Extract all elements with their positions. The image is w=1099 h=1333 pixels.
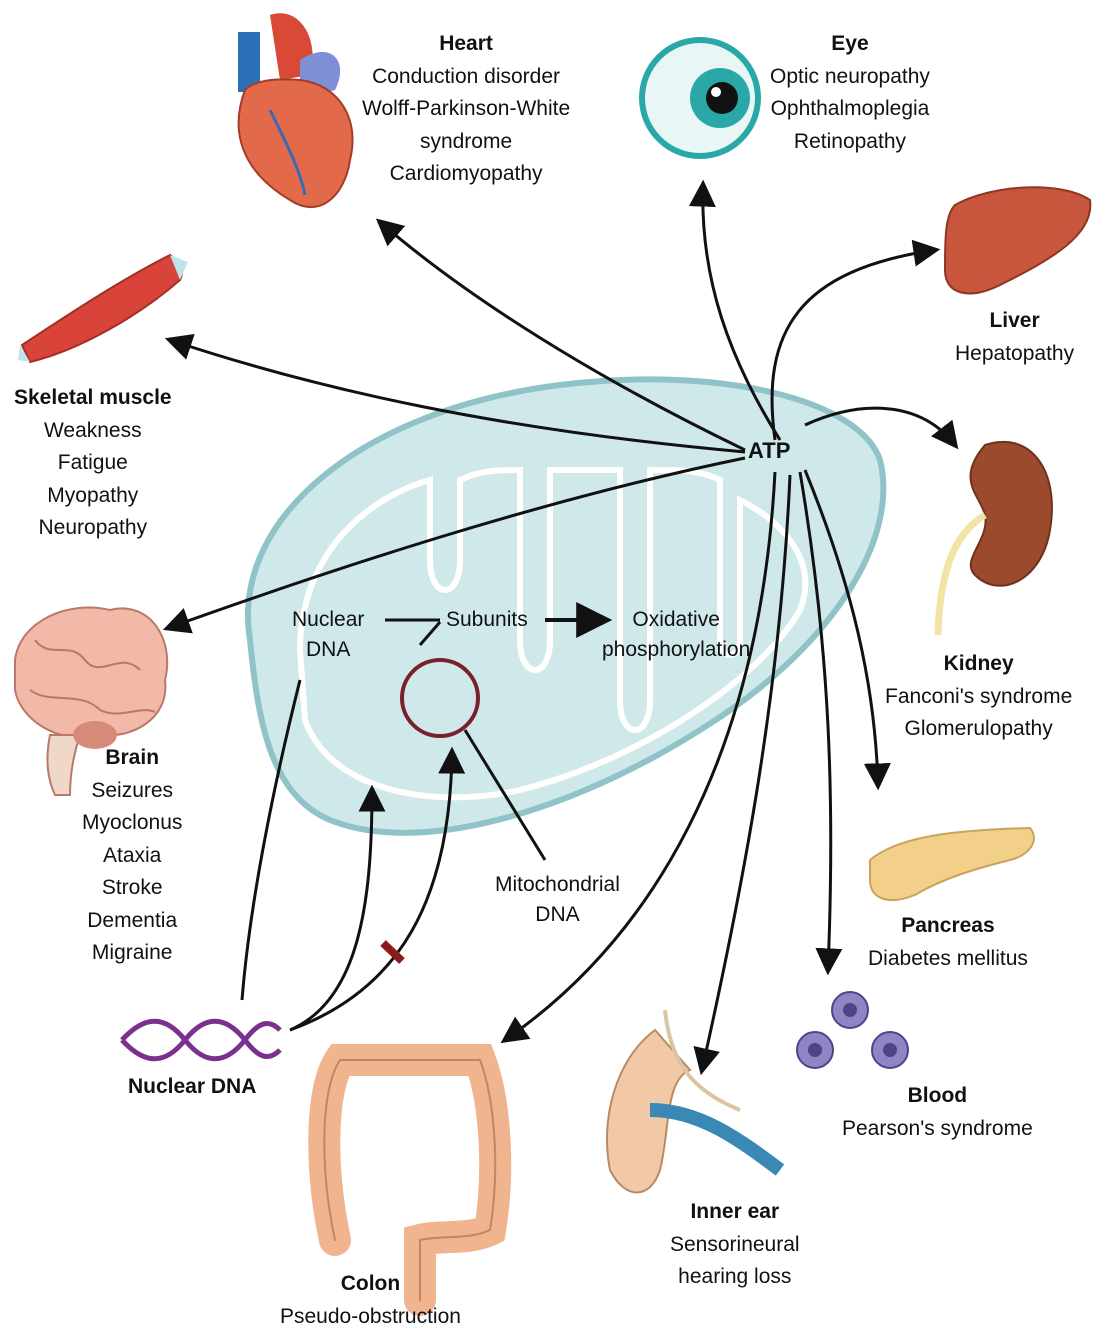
heart-title: Heart bbox=[362, 28, 570, 61]
atp-label: ATP bbox=[748, 438, 790, 464]
liver-illustration bbox=[945, 187, 1090, 293]
eye-illustration bbox=[642, 40, 758, 156]
colon-line-1: Pseudo-obstruction bbox=[280, 1301, 461, 1333]
mito-dna-text: Mitochondrial DNA bbox=[495, 873, 620, 926]
skeletal-title: Skeletal muscle bbox=[14, 382, 172, 415]
skeletal-line-1: Weakness bbox=[14, 415, 172, 448]
eye-line-3: Retinopathy bbox=[770, 126, 930, 159]
nuclear-dna-top-text: Nuclear DNA bbox=[292, 608, 364, 661]
skeletal-line-3: Myopathy bbox=[14, 480, 172, 513]
brain-title: Brain bbox=[82, 742, 182, 775]
oxidative-text: Oxidative phosphorylation bbox=[602, 608, 750, 661]
inner-ear-label: Inner ear Sensorineural hearing loss bbox=[670, 1196, 800, 1294]
oxidative-phosphorylation-label: Oxidative phosphorylation bbox=[602, 605, 750, 666]
heart-label: Heart Conduction disorder Wolff-Parkinso… bbox=[362, 28, 570, 191]
eye-title: Eye bbox=[770, 28, 930, 61]
brain-line-6: Migraine bbox=[82, 937, 182, 970]
mitochondrial-dna-label: Mitochondrial DNA bbox=[495, 870, 620, 931]
brain-label: Brain Seizures Myoclonus Ataxia Stroke D… bbox=[82, 742, 182, 970]
inner-ear-illustration bbox=[607, 1010, 780, 1193]
skeletal-line-2: Fatigue bbox=[14, 447, 172, 480]
kidney-illustration bbox=[938, 442, 1052, 635]
heart-line-2: Wolff-Parkinson-White bbox=[362, 93, 570, 126]
pancreas-title: Pancreas bbox=[868, 910, 1028, 943]
liver-line-1: Hepatopathy bbox=[955, 338, 1074, 371]
skeletal-muscle-label: Skeletal muscle Weakness Fatigue Myopath… bbox=[14, 382, 172, 545]
eye-label: Eye Optic neuropathy Ophthalmoplegia Ret… bbox=[770, 28, 930, 158]
brain-line-5: Dementia bbox=[82, 905, 182, 938]
colon-illustration bbox=[324, 1060, 495, 1300]
brain-line-1: Seizures bbox=[82, 775, 182, 808]
blood-line-1: Pearson's syndrome bbox=[842, 1113, 1033, 1146]
nuclear-dna-top-label: Nuclear DNA bbox=[292, 605, 364, 666]
liver-label: Liver Hepatopathy bbox=[955, 305, 1074, 370]
pancreas-illustration bbox=[870, 828, 1034, 900]
kidney-label: Kidney Fanconi's syndrome Glomerulopathy bbox=[885, 648, 1072, 746]
brain-line-2: Myoclonus bbox=[82, 807, 182, 840]
brain-line-4: Stroke bbox=[82, 872, 182, 905]
heart-line-1: Conduction disorder bbox=[362, 61, 570, 94]
nuclear-dna-bottom-label: Nuclear DNA bbox=[128, 1072, 256, 1102]
heart-line-3: syndrome bbox=[362, 126, 570, 159]
liver-title: Liver bbox=[955, 305, 1074, 338]
blood-title: Blood bbox=[842, 1080, 1033, 1113]
eye-line-2: Ophthalmoplegia bbox=[770, 93, 930, 126]
pancreas-label: Pancreas Diabetes mellitus bbox=[868, 910, 1028, 975]
colon-title: Colon bbox=[280, 1268, 461, 1301]
kidney-line-1: Fanconi's syndrome bbox=[885, 681, 1072, 714]
dna-helix-illustration bbox=[122, 1021, 280, 1059]
blood-label: Blood Pearson's syndrome bbox=[842, 1080, 1033, 1145]
eye-line-1: Optic neuropathy bbox=[770, 61, 930, 94]
inner-ear-line-2: hearing loss bbox=[670, 1261, 800, 1294]
skeletal-muscle-illustration bbox=[18, 255, 188, 362]
kidney-title: Kidney bbox=[885, 648, 1072, 681]
inner-ear-title: Inner ear bbox=[670, 1196, 800, 1229]
kidney-line-2: Glomerulopathy bbox=[885, 713, 1072, 746]
brain-line-3: Ataxia bbox=[82, 840, 182, 873]
heart-line-4: Cardiomyopathy bbox=[362, 158, 570, 191]
colon-label: Colon Pseudo-obstruction bbox=[280, 1268, 461, 1333]
inner-ear-line-1: Sensorineural bbox=[670, 1229, 800, 1262]
nuclear-dna-bottom-text: Nuclear DNA bbox=[128, 1075, 256, 1098]
heart-illustration bbox=[238, 13, 353, 207]
subunits-text: Subunits bbox=[446, 608, 528, 631]
blood-cells-illustration bbox=[797, 992, 908, 1068]
subunits-label: Subunits bbox=[446, 605, 528, 635]
skeletal-line-4: Neuropathy bbox=[14, 512, 172, 545]
pancreas-line-1: Diabetes mellitus bbox=[868, 943, 1028, 976]
